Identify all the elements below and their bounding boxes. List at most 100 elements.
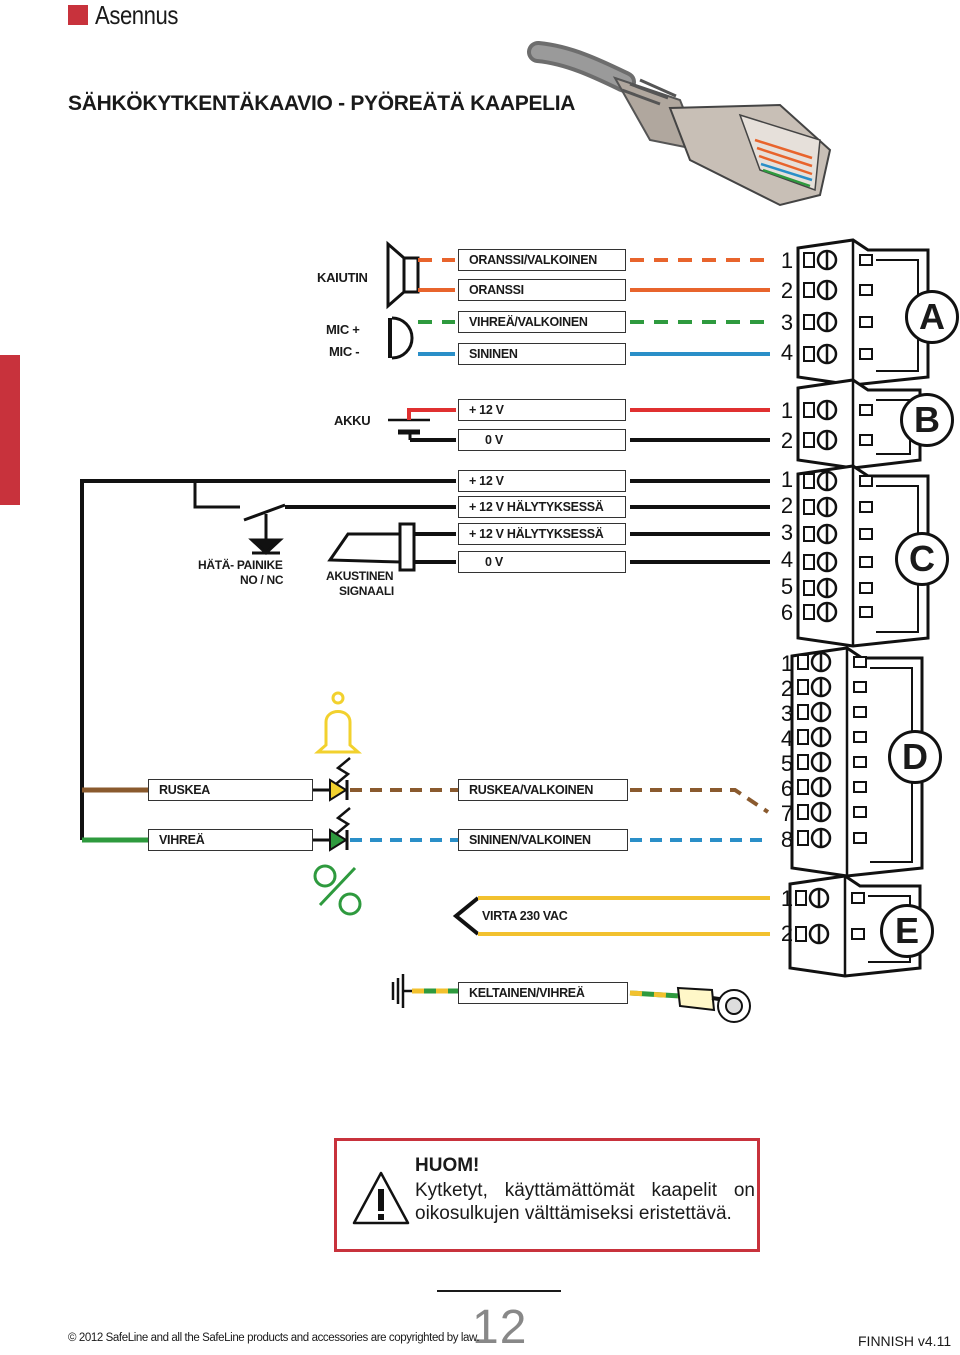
pin-a-1: 1 — [780, 248, 794, 273]
wire-label-b-0v: 0 V — [458, 429, 626, 451]
copyright-text: © 2012 SafeLine and all the SafeLine pro… — [68, 1332, 480, 1344]
terminal-screw — [797, 801, 867, 823]
wire-label-c-plus12: + 12 V — [458, 470, 626, 492]
speaker-label: KAIUTIN — [317, 270, 368, 285]
terminal-screw — [803, 523, 873, 545]
terminal-screw — [803, 311, 873, 333]
section-title: Asennus — [95, 0, 179, 30]
mic-minus-label: MIC - — [329, 344, 360, 359]
rj45-cable-illustration — [527, 41, 832, 207]
battery-label: AKKU — [334, 413, 371, 428]
warning-triangle-icon — [352, 1171, 410, 1225]
wire-label-sininen-valkoinen: SININEN/VALKOINEN — [458, 829, 628, 851]
terminal-screw — [795, 923, 865, 945]
emergency-button-symbol — [243, 503, 456, 556]
pin-d-5: 5 — [780, 751, 794, 776]
wire-label-vihrea: VIHREÄ — [148, 829, 313, 851]
terminal-screw — [803, 601, 873, 623]
warning-note-title: HUOM! — [415, 1155, 480, 1176]
wire-label-c-halytys-1: + 12 V HÄLYTYKSESSÄ — [458, 496, 626, 518]
terminal-screw — [803, 399, 873, 421]
terminal-screw — [797, 776, 867, 798]
block-c-label: C — [895, 532, 949, 586]
section-marker — [68, 5, 88, 25]
terminal-screw — [797, 676, 867, 698]
wire-label-c-halytys-2: + 12 V HÄLYTYKSESSÄ — [458, 523, 626, 545]
terminal-screw — [797, 751, 867, 773]
wire-label-c-0v: 0 V — [458, 551, 626, 573]
led-green-symbol — [329, 828, 349, 852]
microphone-symbol — [388, 316, 414, 360]
terminal-screw — [803, 249, 873, 271]
block-b-label: B — [900, 393, 954, 447]
pin-d-2: 2 — [780, 676, 794, 701]
terminal-screw — [795, 887, 865, 909]
wire-label-oranssi: ORANSSI — [458, 279, 626, 301]
wire-label-oranssi-valkoinen: ORANSSI/VALKOINEN — [458, 249, 626, 271]
pin-c-6: 6 — [780, 600, 794, 625]
pin-e-1: 1 — [780, 886, 794, 911]
wire-label-keltainen-vihrea: KELTAINEN/VIHREÄ — [458, 982, 628, 1004]
pin-e-2: 2 — [780, 921, 794, 946]
pin-d-4: 4 — [780, 726, 794, 751]
pin-c-1: 1 — [780, 467, 794, 492]
footer-divider — [437, 1290, 561, 1292]
ground-symbol — [391, 974, 412, 1008]
terminal-screw — [803, 577, 873, 599]
pin-a-2: 2 — [780, 278, 794, 303]
battery-symbol — [388, 418, 430, 440]
pin-c-3: 3 — [780, 520, 794, 545]
pin-d-1: 1 — [780, 651, 794, 676]
block-d-label: D — [888, 730, 942, 784]
warning-note-text: Kytketyt, käyttämättömät kaapelit on oik… — [415, 1180, 755, 1224]
acoustic-signal-symbol — [327, 522, 416, 572]
page-title: SÄHKÖKYTKENTÄKAAVIO - PYÖREÄTÄ KAAPELIA — [68, 92, 576, 115]
pin-c-2: 2 — [780, 493, 794, 518]
terminal-screw — [803, 496, 873, 518]
led-yellow-symbol — [329, 778, 349, 802]
pin-c-5: 5 — [780, 574, 794, 599]
terminal-block-a — [796, 238, 930, 387]
speech-connected-icon — [313, 864, 362, 916]
wire-label-ruskea-valkoinen: RUSKEA/VALKOINEN — [458, 779, 628, 801]
acoustic-signal-label-2: SIGNAALI — [339, 584, 394, 598]
terminal-screw — [797, 701, 867, 723]
page-number: 12 — [472, 1301, 528, 1354]
pin-a-4: 4 — [780, 340, 794, 365]
terminal-screw — [797, 827, 867, 849]
pin-b-2: 2 — [780, 428, 794, 453]
block-e-label: E — [880, 904, 934, 958]
bell-icon — [314, 691, 362, 754]
terminal-block-e — [788, 874, 922, 978]
terminal-screw — [803, 429, 873, 451]
wire-label-virta: VIRTA 230 VAC — [482, 909, 568, 923]
terminal-screw — [803, 343, 873, 365]
terminal-screw — [803, 551, 873, 573]
mic-plus-label: MIC + — [326, 322, 360, 337]
wire-label-sininen: SININEN — [458, 343, 626, 365]
pin-c-4: 4 — [780, 547, 794, 572]
speaker-symbol — [386, 240, 420, 310]
terminal-screw — [803, 470, 873, 492]
page-side-tab — [0, 355, 20, 505]
ring-terminal-icon — [676, 986, 751, 1023]
pin-d-8: 8 — [780, 827, 794, 852]
acoustic-signal-label: AKUSTINEN — [326, 569, 394, 583]
pin-d-7: 7 — [780, 801, 794, 826]
emergency-button-type-label: NO / NC — [240, 573, 284, 587]
version-text: FINNISH v4.11 — [858, 1333, 952, 1349]
terminal-screw — [797, 726, 867, 748]
terminal-screw — [797, 651, 867, 673]
pin-d-3: 3 — [780, 701, 794, 726]
warning-note: HUOM! Kytketyt, käyttämättömät kaapelit … — [334, 1138, 760, 1252]
pin-d-6: 6 — [780, 776, 794, 801]
pin-b-1: 1 — [780, 398, 794, 423]
terminal-screw — [803, 279, 873, 301]
wire-label-vihrea-valkoinen: VIHREÄ/VALKOINEN — [458, 311, 626, 333]
pin-a-3: 3 — [780, 310, 794, 335]
emergency-button-label: HÄTÄ- PAINIKE — [198, 558, 283, 572]
block-a-label: A — [905, 290, 959, 344]
terminal-blocks — [788, 238, 930, 978]
wire-label-b-plus12: + 12 V — [458, 399, 626, 421]
